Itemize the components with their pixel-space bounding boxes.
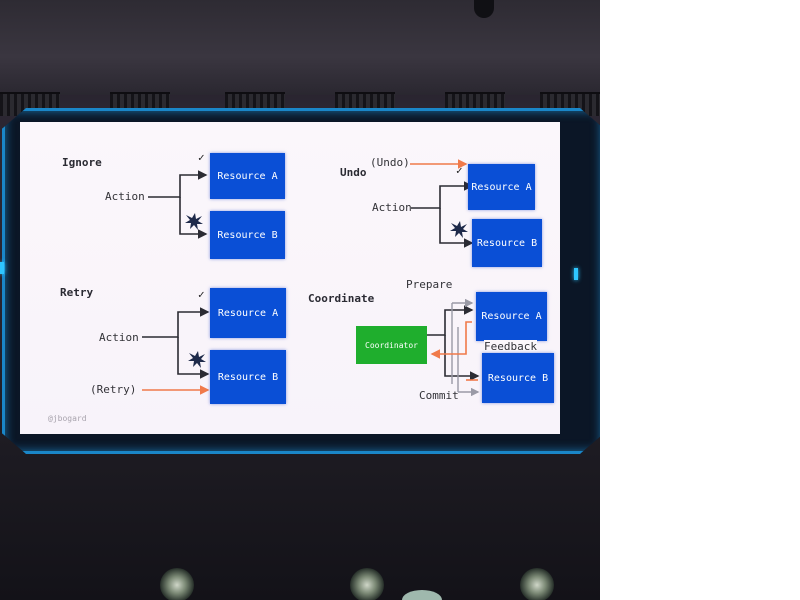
undo-resource-b: Resource B [472,219,542,267]
coordinate-resource-a: Resource A [476,292,547,341]
retry-title: Retry [60,286,94,299]
check-mark-icon: ✓ [198,151,205,164]
stage-light [160,568,194,600]
ignore-action-label: Action [105,190,145,203]
undo-trigger-label: (Undo) [370,156,410,169]
retry-resource-b: Resource B [210,350,286,404]
retry-action-label: Action [99,331,139,344]
coordinator-box: Coordinator [356,326,427,364]
diagram-arrows [142,159,560,397]
side-led [0,262,4,274]
ignore-title: Ignore [62,156,102,169]
undo-title: Undo [340,166,367,179]
ignore-resource-a: Resource A [210,153,285,199]
feedback-label: Feedback [484,340,537,353]
stage-light-ring [402,590,442,600]
blank-padding [600,0,800,600]
ceiling-spotlight [474,0,494,18]
stage-light [520,568,554,600]
side-led [574,268,578,280]
ignore-resource-b: Resource B [210,211,285,259]
coordinate-title: Coordinate [308,292,375,305]
ceiling [0,0,600,95]
author-credit: @jbogard [48,414,87,423]
coordinate-resource-b: Resource B [482,353,554,403]
retry-resource-a: Resource A [210,288,286,338]
check-mark-icon: ✓ [456,164,463,177]
starburst-icon [185,213,203,230]
prepare-label: Prepare [406,278,453,291]
starburst-icon [188,351,206,368]
undo-action-label: Action [372,201,412,214]
presentation-slide: Ignore Action ✓ Resource A Resource B Re… [20,122,560,434]
retry-trigger-label: (Retry) [90,383,137,396]
conference-photo: Ignore Action ✓ Resource A Resource B Re… [0,0,600,600]
check-mark-icon: ✓ [198,288,205,301]
starburst-icon [450,221,468,238]
stage-light [350,568,384,600]
undo-resource-a: Resource A [468,164,535,210]
commit-label: Commit [419,389,459,402]
